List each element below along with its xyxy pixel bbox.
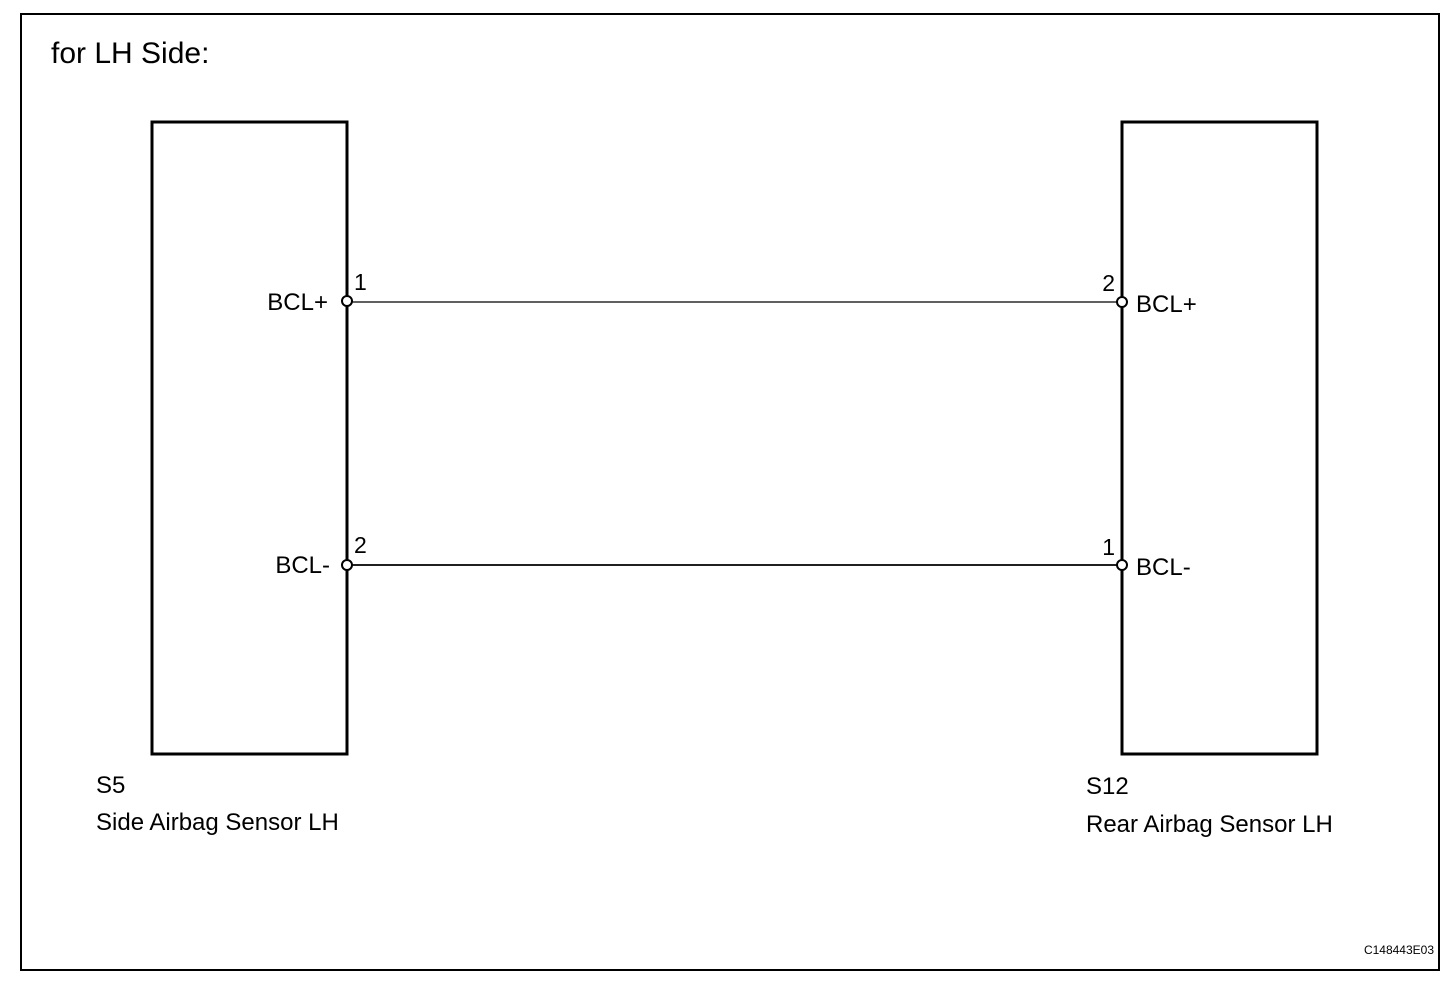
component-box-s12 <box>1120 120 1319 756</box>
pin-label-s12-bcl-minus: BCL- <box>1136 554 1191 581</box>
terminal-s12-pin2 <box>1116 296 1128 308</box>
pin-number-s12-1: 1 <box>1102 534 1115 560</box>
terminal-s5-pin1 <box>341 295 353 307</box>
pin-label-s5-bcl-plus: BCL+ <box>267 289 328 316</box>
pin-label-s12-bcl-plus: BCL+ <box>1136 291 1197 318</box>
component-code-s5: S5 <box>96 772 125 799</box>
figure-id: C148443E03 <box>1364 943 1434 957</box>
component-name-s12: Rear Airbag Sensor LH <box>1086 811 1333 838</box>
pin-label-s5-bcl-minus: BCL- <box>275 552 330 579</box>
terminal-s12-pin1 <box>1116 559 1128 571</box>
diagram-title: for LH Side: <box>51 37 209 70</box>
pin-number-s5-1: 1 <box>354 269 367 295</box>
component-box-s5 <box>150 120 349 756</box>
component-code-s12: S12 <box>1086 773 1129 800</box>
terminal-s5-pin2 <box>341 559 353 571</box>
component-name-s5: Side Airbag Sensor LH <box>96 809 339 836</box>
pin-number-s5-2: 2 <box>354 532 367 558</box>
pin-number-s12-2: 2 <box>1102 270 1115 296</box>
diagram-frame <box>20 13 1440 971</box>
